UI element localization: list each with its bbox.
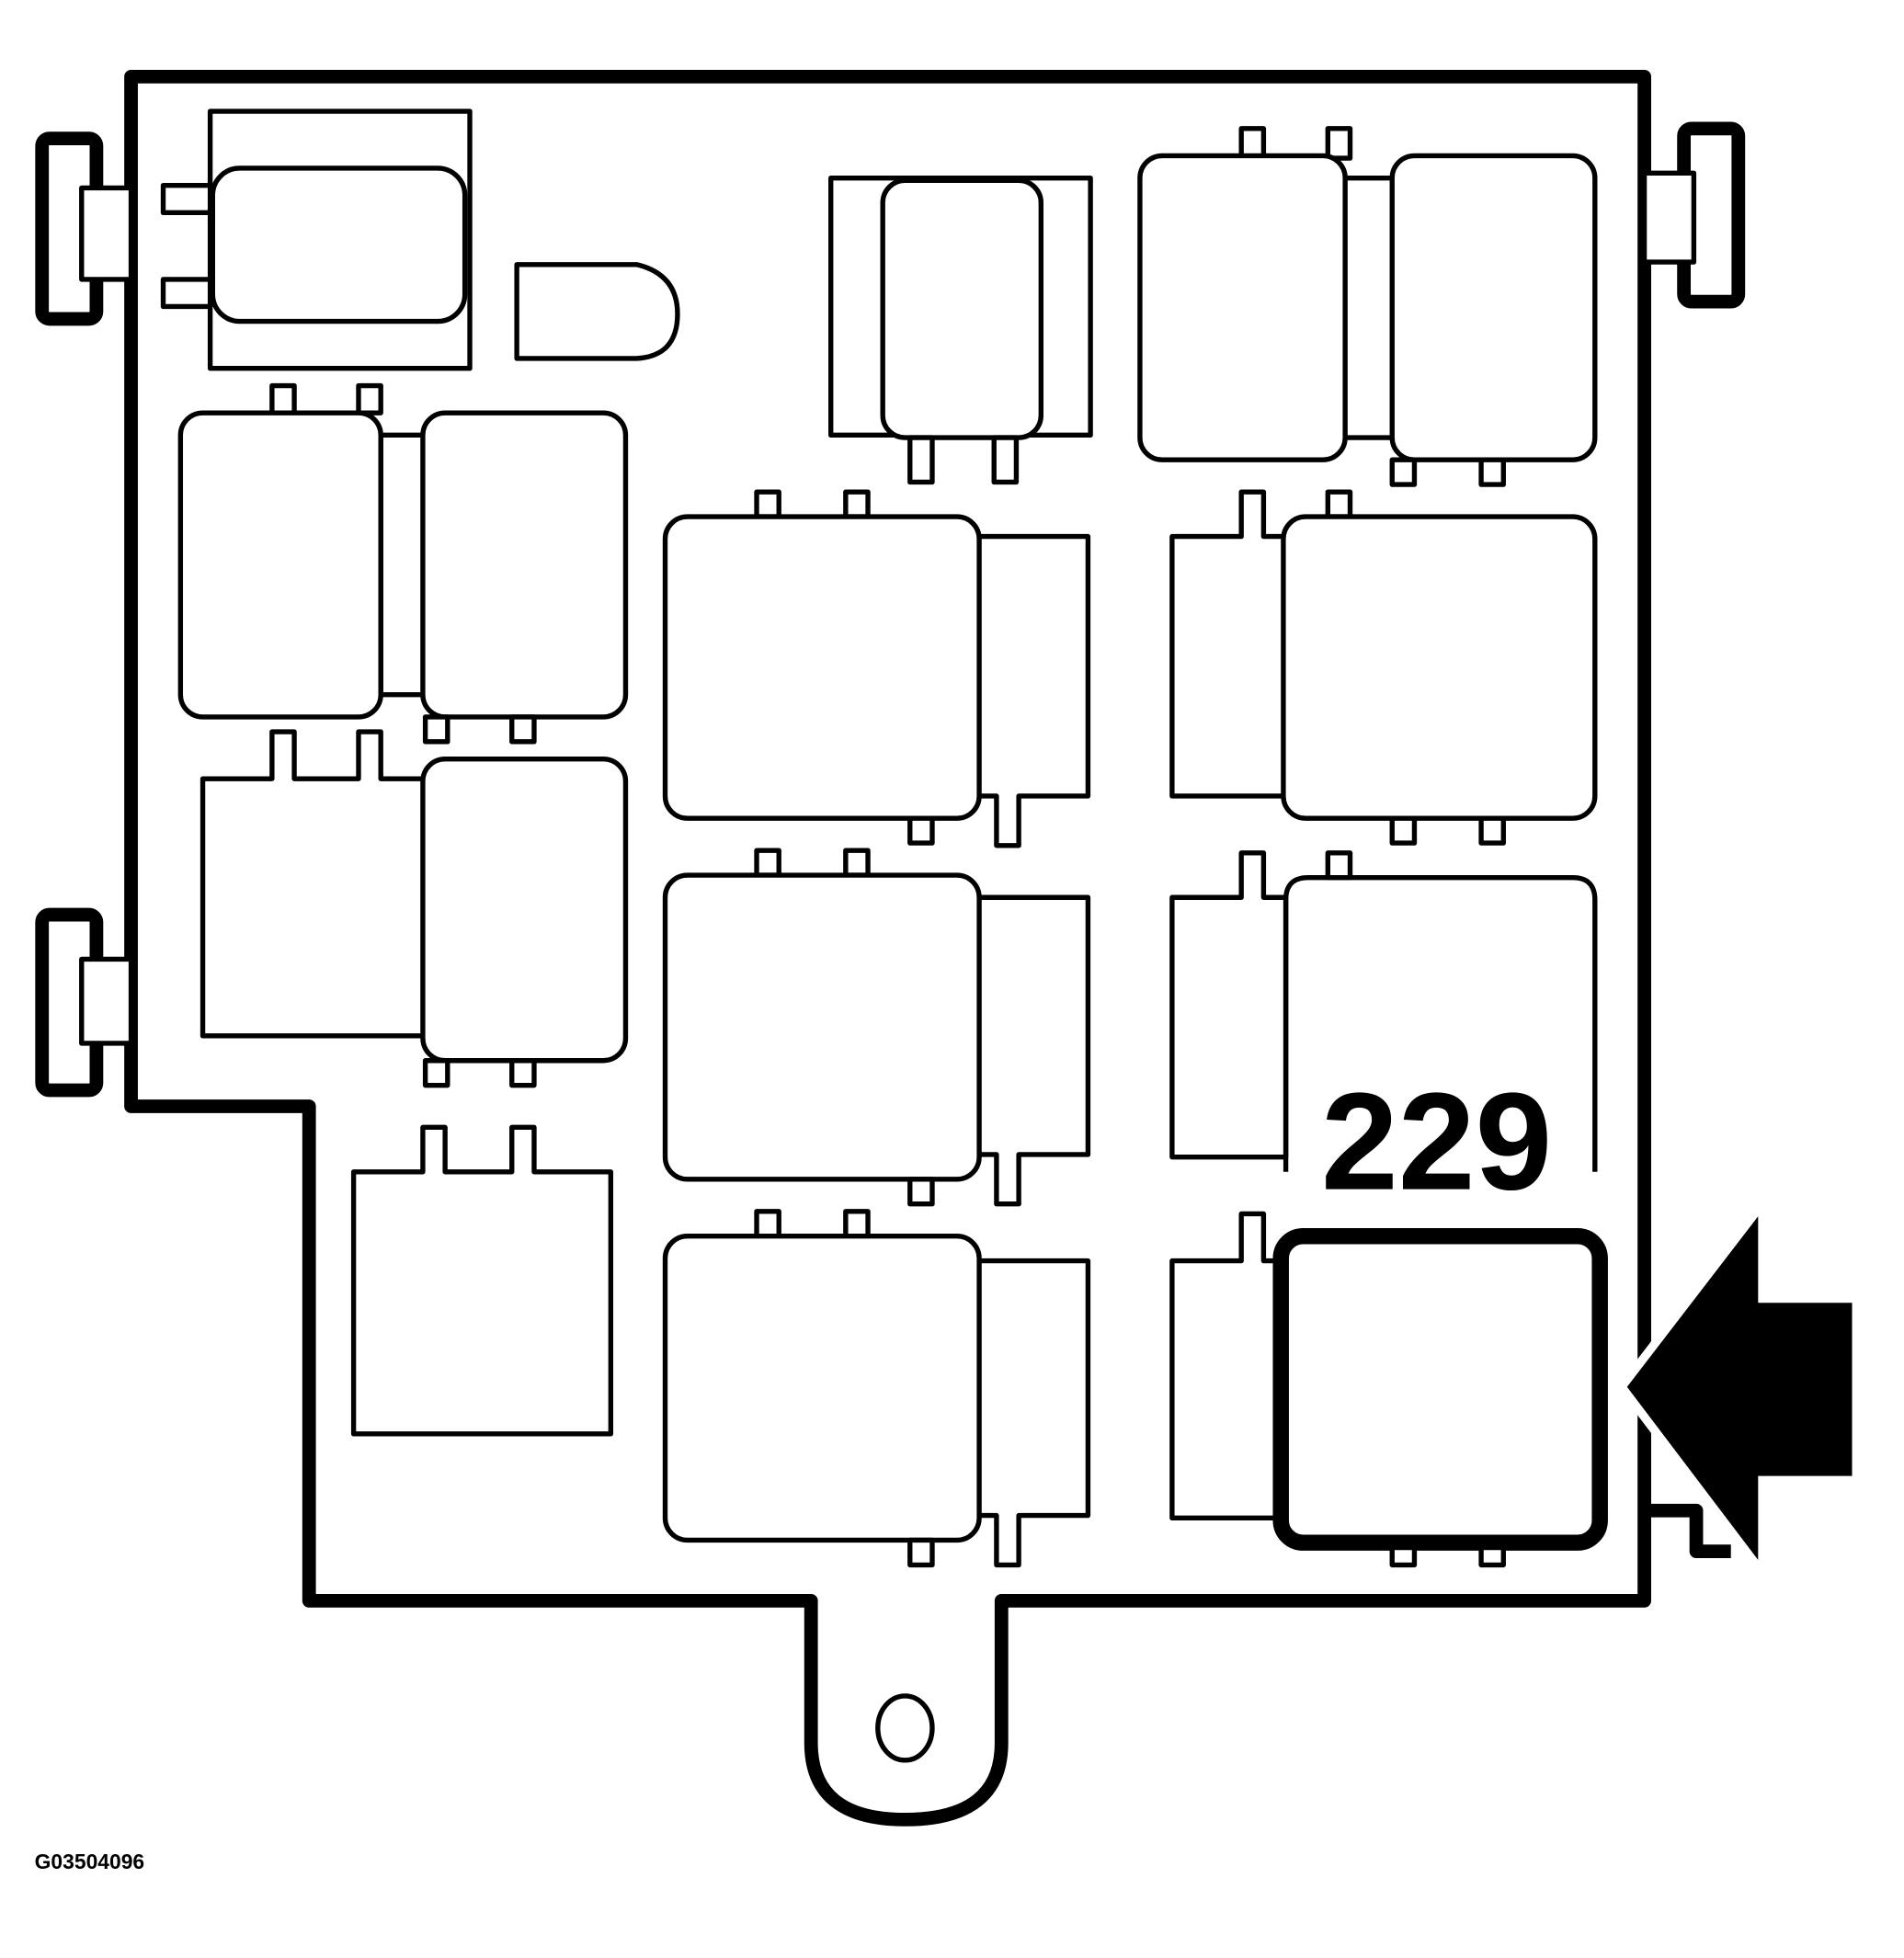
- housing-outline: [124, 69, 1651, 1827]
- relay-right-2: [1169, 850, 1598, 1172]
- relay-middle-1: [662, 489, 1091, 848]
- relay-229-highlighted: [1169, 1211, 1608, 1568]
- mounting-hole: [875, 1693, 935, 1763]
- callout-label-229: 229: [1321, 1064, 1552, 1219]
- right-clip-bottom: [1644, 1503, 1731, 1558]
- left-clip-bottom: [35, 907, 134, 1098]
- relay-bottom-left: [350, 1124, 614, 1437]
- relay-middle-3: [662, 1209, 1091, 1568]
- relay-middle-2: [662, 848, 1091, 1207]
- indicator-arrow-icon: [1615, 1190, 1861, 1587]
- relay-top-middle: [828, 175, 1093, 485]
- right-clip-top: [1641, 121, 1746, 309]
- relay-pair-left-lower: [200, 729, 629, 1088]
- left-clip-top: [35, 131, 134, 326]
- relay-top-left: [160, 108, 473, 371]
- relay-right-1: [1169, 489, 1598, 846]
- relay-pair-left-upper: [177, 382, 629, 745]
- figure-id: G03504096: [35, 1850, 145, 1873]
- label-background: [1310, 1077, 1563, 1202]
- relay-pair-top-right: [1137, 126, 1598, 487]
- small-fuse: [514, 262, 680, 361]
